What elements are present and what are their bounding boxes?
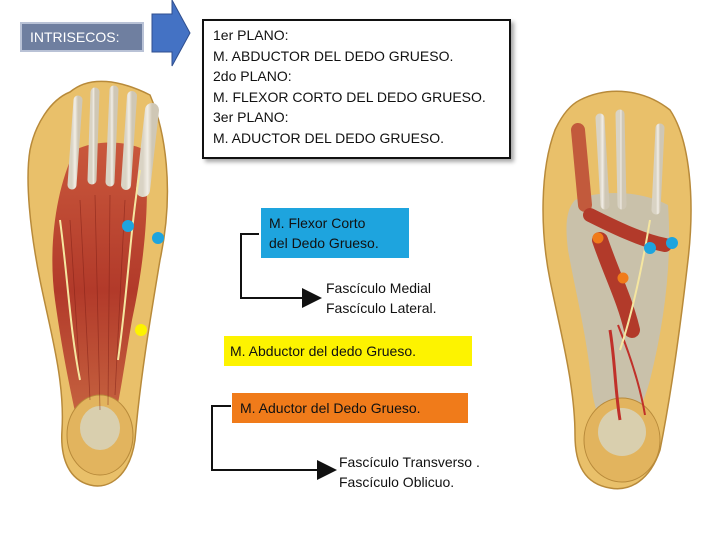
flexor-label-line1: M. Flexor Corto bbox=[269, 215, 366, 231]
marker-right-blue-1 bbox=[644, 242, 656, 254]
intrinsecos-badge: INTRISECOS: bbox=[20, 22, 144, 52]
marker-right-blue-2 bbox=[666, 237, 678, 249]
planes-box: 1er PLANO: M. ABDUCTOR DEL DEDO GRUESO. … bbox=[202, 19, 511, 159]
marker-left-yellow bbox=[135, 324, 147, 336]
pointer-arrow-icon bbox=[151, 0, 191, 67]
plane-line: 1er PLANO: bbox=[213, 27, 289, 43]
flexor-label-line2: del Dedo Grueso. bbox=[269, 235, 379, 251]
flexor-fasciculo-medial: Fascículo Medial bbox=[326, 280, 432, 296]
aductor-connector bbox=[211, 405, 337, 480]
marker-right-orange-1 bbox=[592, 232, 604, 244]
aductor-label: M. Aductor del Dedo Grueso. bbox=[232, 393, 468, 423]
plane-line: M. ADUCTOR DEL DEDO GRUESO. bbox=[213, 129, 445, 146]
plane-line: 3er PLANO: bbox=[213, 109, 289, 125]
flexor-connector bbox=[240, 233, 322, 308]
marker-right-orange-2 bbox=[617, 272, 629, 284]
right-foot-illustration bbox=[542, 90, 692, 490]
marker-left-blue-1 bbox=[122, 220, 134, 232]
aductor-fasciculos: Fascículo Transverso . Fascículo Oblicuo… bbox=[339, 452, 480, 492]
left-foot-illustration bbox=[27, 80, 169, 487]
abductor-label: M. Abductor del dedo Grueso. bbox=[224, 336, 472, 366]
flexor-label: M. Flexor Corto del Dedo Grueso. bbox=[261, 208, 409, 258]
flexor-fasciculos: Fascículo Medial Fascículo Lateral. bbox=[326, 278, 437, 318]
aductor-fasciculo-transverso: Fascículo Transverso . bbox=[339, 454, 480, 470]
plane-line: M. ABDUCTOR DEL DEDO GRUESO. bbox=[213, 47, 454, 64]
marker-left-blue-2 bbox=[152, 232, 164, 244]
flexor-fasciculo-lateral: Fascículo Lateral. bbox=[326, 300, 437, 316]
aductor-fasciculo-oblicuo: Fascículo Oblicuo. bbox=[339, 474, 455, 490]
plane-line: 2do PLANO: bbox=[213, 68, 292, 84]
plane-line: M. FLEXOR CORTO DEL DEDO GRUESO. bbox=[213, 88, 486, 105]
